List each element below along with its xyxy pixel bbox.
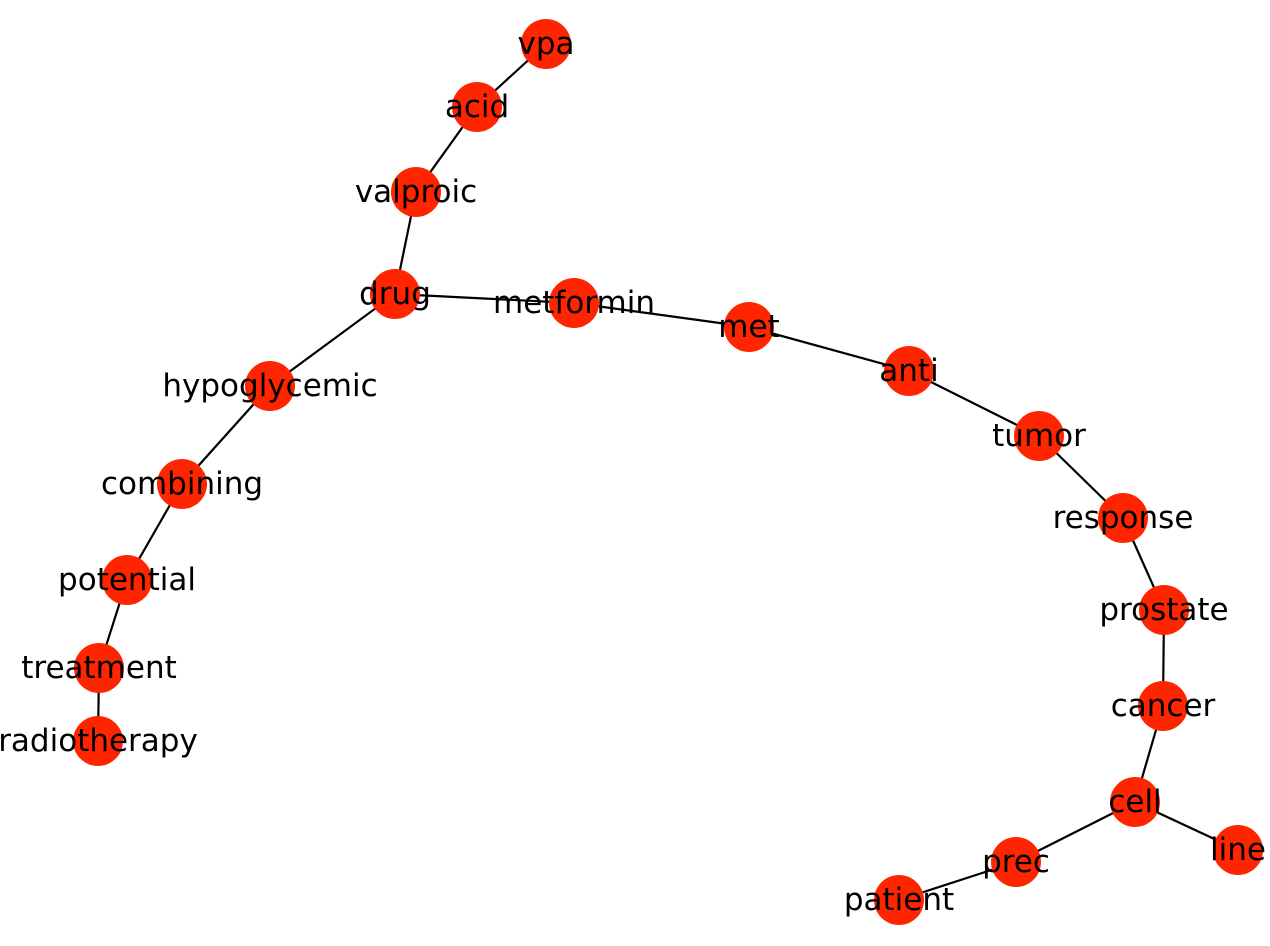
node-potential: [102, 555, 152, 605]
node-acid: [452, 82, 502, 132]
node-label-patient: patient: [844, 882, 954, 918]
node-metformin: [549, 278, 599, 328]
node-anti: [884, 346, 934, 396]
node-label-combining: combining: [101, 466, 263, 502]
node-label-tumor: tumor: [992, 418, 1086, 454]
node-valproic: [391, 167, 441, 217]
node-label-prostate: prostate: [1099, 592, 1228, 628]
node-drug: [370, 269, 420, 319]
node-cancer: [1138, 681, 1188, 731]
node-label-cancer: cancer: [1111, 688, 1216, 724]
node-prec: [991, 837, 1041, 887]
node-label-vpa: vpa: [517, 26, 574, 62]
node-layer: [73, 19, 1263, 925]
node-label-radiotherapy: radiotherapy: [0, 723, 198, 759]
node-label-met: met: [718, 309, 779, 345]
node-cell: [1110, 777, 1160, 827]
node-met: [724, 302, 774, 352]
node-label-potential: potential: [58, 562, 196, 598]
node-label-treatment: treatment: [21, 650, 177, 686]
edge-met-anti: [748, 325, 910, 373]
node-label-hypoglycemic: hypoglycemic: [162, 368, 377, 404]
node-label-response: response: [1053, 500, 1194, 536]
edge-drug-metformin: [394, 292, 575, 305]
edge-metformin-met: [573, 301, 750, 329]
node-line: [1213, 825, 1263, 875]
node-hypoglycemic: [245, 361, 295, 411]
node-label-prec: prec: [982, 844, 1050, 880]
node-label-cell: cell: [1108, 784, 1161, 820]
edge-drug-hypoglycemic: [269, 293, 396, 387]
node-label-acid: acid: [445, 89, 509, 125]
node-treatment: [74, 643, 124, 693]
node-prostate: [1139, 585, 1189, 635]
node-response: [1098, 493, 1148, 543]
edge-layer: [96, 43, 1239, 902]
node-patient: [874, 875, 924, 925]
node-vpa: [521, 19, 571, 69]
node-tumor: [1014, 411, 1064, 461]
node-label-anti: anti: [879, 353, 938, 389]
node-label-valproic: valproic: [355, 174, 477, 210]
node-label-line: line: [1210, 832, 1266, 868]
node-label-metformin: metformin: [493, 285, 655, 321]
node-combining: [157, 459, 207, 509]
node-label-drug: drug: [359, 276, 431, 312]
node-radiotherapy: [73, 716, 123, 766]
